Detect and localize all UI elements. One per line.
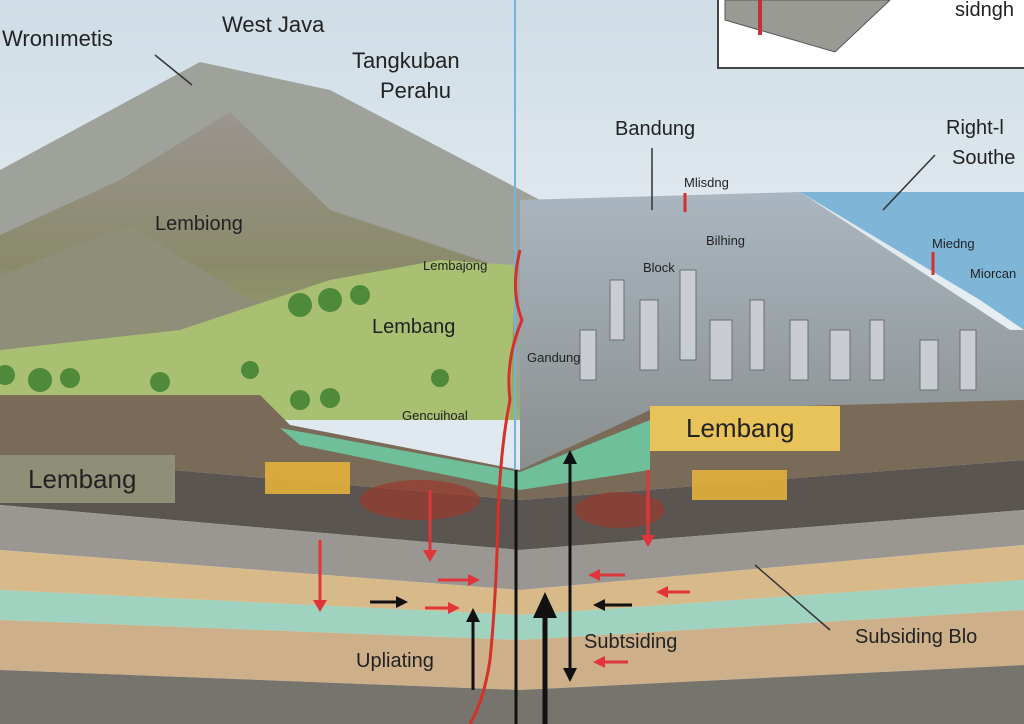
layer-bedrock bbox=[0, 665, 1024, 724]
label-subsiding-block: Subsiding Blo bbox=[855, 626, 977, 648]
green-slope bbox=[0, 260, 515, 420]
layer-dark bbox=[0, 455, 1024, 550]
label-miedng: Miedng bbox=[932, 236, 975, 251]
label-lembang-left: Lembang bbox=[28, 464, 136, 494]
motion-arrows bbox=[313, 450, 690, 724]
layer-green-basin bbox=[280, 420, 650, 490]
red-rock-left bbox=[360, 480, 480, 520]
label-perahu: Perahu bbox=[380, 78, 451, 103]
red-rock-right bbox=[575, 492, 665, 528]
label-misdng: Mlisdng bbox=[684, 175, 729, 190]
layer-teal bbox=[0, 580, 1024, 640]
leader-lines bbox=[154, 54, 936, 631]
label-bandung: Bandung bbox=[615, 118, 695, 140]
city-buildings bbox=[579, 269, 977, 391]
label-west-java: West Java bbox=[222, 12, 325, 37]
label-southern: Southe bbox=[952, 147, 1015, 169]
label-bilhing: Bilhing bbox=[706, 233, 745, 248]
city-area bbox=[520, 192, 1024, 470]
label-lembang-right: Lembang bbox=[686, 413, 794, 443]
magma-patch-right bbox=[692, 470, 787, 500]
layer-tan-lower bbox=[0, 610, 1024, 690]
label-tangkuban: Tangkuban bbox=[352, 48, 460, 73]
label-gandung: Gandung bbox=[527, 350, 581, 365]
inset-block-icon bbox=[724, 0, 891, 53]
label-lembiong: Lembiong bbox=[155, 213, 243, 235]
lake-water bbox=[800, 192, 1024, 330]
label-lembang-mid: Lembang bbox=[372, 316, 455, 338]
lembang-box-left bbox=[0, 455, 175, 503]
label-wronimetis: Wronımetis bbox=[2, 26, 113, 51]
layer-gray bbox=[0, 505, 1024, 590]
layer-tan bbox=[0, 545, 1024, 615]
fault-line-red bbox=[468, 249, 524, 724]
label-gencuihoal: Gencuihoal bbox=[402, 408, 468, 423]
trees bbox=[0, 285, 449, 410]
label-subtsiding: Subtsiding bbox=[584, 631, 677, 653]
lembang-box-right bbox=[650, 406, 840, 451]
label-block: Block bbox=[643, 260, 675, 275]
label-sidngh: sidngh bbox=[955, 0, 1014, 21]
label-upliating: Upliating bbox=[356, 650, 434, 672]
label-miorcan: Miorcan bbox=[970, 266, 1016, 281]
label-right-lateral: Right-l bbox=[946, 117, 1004, 139]
label-lembajong: Lembajong bbox=[423, 258, 487, 273]
magma-patch-left bbox=[265, 462, 350, 494]
